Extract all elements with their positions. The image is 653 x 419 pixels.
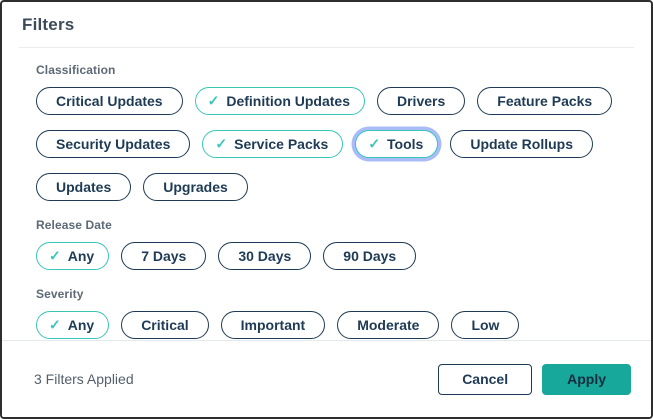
dialog-footer: 3 Filters Applied Cancel Apply — [2, 340, 651, 417]
pill-label: Critical Updates — [56, 93, 163, 109]
page-title: Filters — [22, 15, 75, 34]
filter-pill-moderate[interactable]: Moderate — [337, 311, 440, 339]
filter-pill-any[interactable]: ✓ Any — [36, 242, 110, 270]
pill-label: Update Rollups — [470, 136, 574, 152]
filter-pill-90-days[interactable]: 90 Days — [323, 242, 417, 270]
pill-label: 30 Days — [238, 248, 292, 264]
pill-label: Moderate — [357, 317, 420, 333]
check-icon: ✓ — [207, 92, 220, 109]
pill-label: Low — [471, 317, 500, 333]
pill-label: Critical — [141, 317, 189, 333]
filter-pill-definition-updates[interactable]: ✓ Definition Updates — [194, 87, 365, 115]
header-divider — [19, 47, 634, 48]
filter-pill-service-packs[interactable]: ✓ Service Packs — [202, 130, 344, 158]
section-label: Classification — [36, 63, 116, 77]
pill-label: Updates — [56, 179, 112, 195]
filter-pill-tools[interactable]: ✓ Tools — [355, 130, 439, 158]
filter-pill-important[interactable]: Important — [220, 311, 326, 339]
footer-actions: Cancel Apply — [438, 363, 631, 395]
check-icon: ✓ — [49, 247, 61, 264]
pill-label: 90 Days — [343, 248, 397, 264]
apply-button[interactable]: Apply — [542, 363, 631, 395]
filter-pill-7-days[interactable]: 7 Days — [121, 242, 207, 270]
pill-label: Any — [67, 248, 95, 264]
filter-pill-30-days[interactable]: 30 Days — [218, 242, 312, 270]
filter-pill-feature-packs[interactable]: Feature Packs — [477, 87, 613, 115]
pill-label: Feature Packs — [497, 93, 593, 109]
cancel-button[interactable]: Cancel — [438, 363, 533, 395]
filter-pill-upgrades[interactable]: Upgrades — [143, 173, 248, 201]
section-label: Release Date — [36, 218, 112, 232]
filter-pill-drivers[interactable]: Drivers — [377, 87, 466, 115]
filter-pill-update-rollups[interactable]: Update Rollups — [450, 130, 594, 158]
pill-label: Any — [67, 317, 95, 333]
dialog-header: Filters — [2, 2, 651, 35]
check-icon: ✓ — [368, 135, 381, 152]
check-icon: ✓ — [49, 316, 61, 333]
filters-applied-count: 3 Filters Applied — [34, 371, 134, 387]
filter-pill-critical-updates[interactable]: Critical Updates — [36, 87, 183, 115]
pill-label: Security Updates — [56, 136, 171, 152]
pill-label: Drivers — [397, 93, 446, 109]
section-label: Severity — [36, 287, 84, 301]
filter-section-release-date: Release Date ✓ Any 7 Days 30 Days 90 Days — [36, 218, 633, 270]
filter-pill-low[interactable]: Low — [451, 311, 520, 339]
pill-group: ✓ Any Critical Important Moderate Low — [36, 311, 633, 339]
check-icon: ✓ — [215, 135, 228, 152]
pill-label: 7 Days — [141, 248, 187, 264]
pill-label: Tools — [387, 136, 424, 152]
pill-label: Definition Updates — [226, 93, 350, 109]
pill-group: ✓ Any 7 Days 30 Days 90 Days — [36, 242, 633, 270]
pill-label: Service Packs — [234, 136, 329, 152]
pill-label: Important — [240, 317, 306, 333]
pill-label: Upgrades — [163, 179, 228, 195]
pill-group: Critical Updates ✓ Definition Updates Drive… — [36, 87, 633, 201]
filter-pill-any[interactable]: ✓ Any — [36, 311, 110, 339]
filter-pill-updates[interactable]: Updates — [36, 173, 132, 201]
filter-pill-critical[interactable]: Critical — [121, 311, 209, 339]
filter-pill-security-updates[interactable]: Security Updates — [36, 130, 191, 158]
filter-section-severity: Severity ✓ Any Critical Important Moderate Low — [36, 287, 633, 339]
